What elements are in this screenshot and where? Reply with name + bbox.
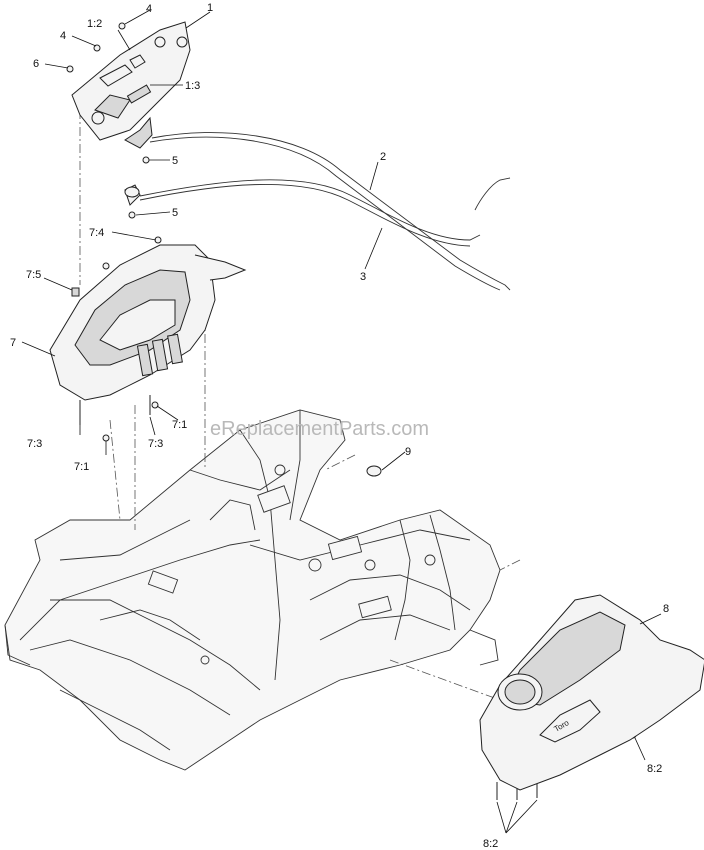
callout-7-1b: 7:1 — [74, 461, 89, 473]
callout-1: 1 — [207, 2, 213, 14]
control-panel-bracket — [71, 21, 191, 141]
callout-3: 3 — [360, 271, 366, 283]
callout-1-2: 1:2 — [87, 18, 102, 30]
callout-7-3a: 7:3 — [27, 438, 42, 450]
alignment-lines — [79, 110, 521, 701]
callout-7: 7 — [10, 337, 16, 349]
callout-9: 9 — [405, 446, 411, 458]
watermark: eReplacementParts.com — [210, 418, 429, 440]
callout-4b: 4 — [60, 30, 66, 42]
callout-7-4: 7:4 — [89, 227, 104, 239]
callout-5b: 5 — [172, 207, 178, 219]
callout-8: 8 — [663, 603, 669, 615]
callout-7-1a: 7:1 — [172, 419, 187, 431]
leader-lines — [21, 9, 662, 834]
callout-2: 2 — [380, 151, 386, 163]
callout-1-3: 1:3 — [185, 80, 200, 92]
side-console: Toro — [479, 594, 704, 791]
callout-labels: 1 4 1:2 4 6 1:3 5 2 5 7:4 3 7:5 7 7:1 7:… — [10, 2, 669, 850]
console-tray — [49, 236, 247, 401]
callout-8-2b: 8:2 — [483, 838, 498, 850]
callout-8-2a: 8:2 — [647, 763, 662, 775]
chassis-frame — [4, 409, 501, 771]
callout-5a: 5 — [172, 155, 178, 167]
callout-6: 6 — [33, 58, 39, 70]
switch-assemblies — [124, 116, 153, 206]
callout-7-5: 7:5 — [26, 269, 41, 281]
callout-4a: 4 — [146, 3, 152, 15]
callout-7-3b: 7:3 — [148, 438, 163, 450]
cable-assemblies — [139, 132, 511, 291]
